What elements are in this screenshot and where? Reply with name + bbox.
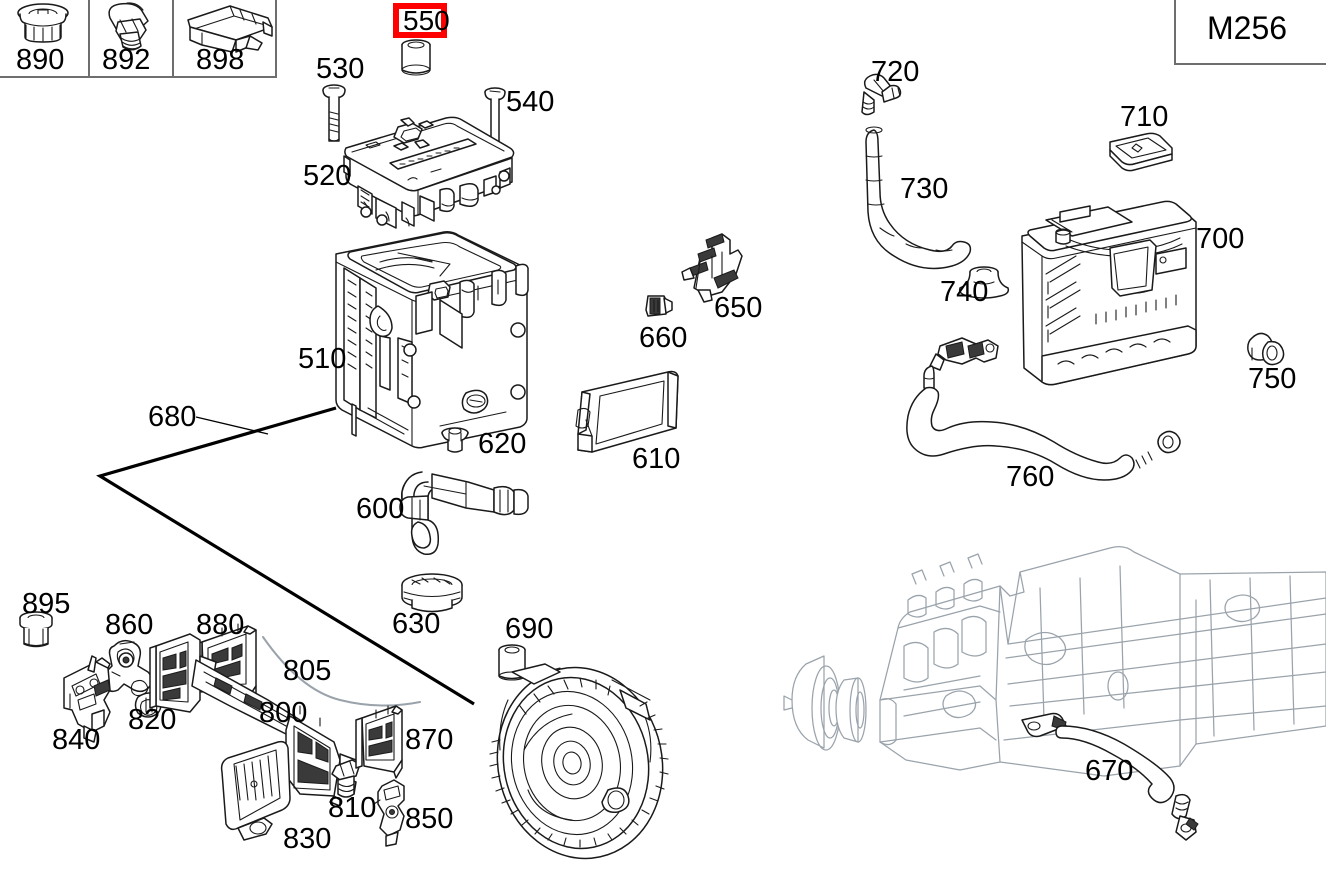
part-740-art [958,266,1010,299]
callout-895[interactable]: 895 [22,588,71,620]
callout-720[interactable]: 720 [871,56,920,88]
part-610-art [575,370,679,453]
part-510-art [335,231,529,449]
part-680-cable [96,406,475,706]
callout-880[interactable]: 880 [196,609,245,641]
part-530-art [322,84,346,142]
callout-805[interactable]: 805 [283,655,332,687]
part-830-art [220,740,291,841]
inset-box-divider-1 [88,0,90,78]
part-760-art [906,337,1181,481]
part-840-art [63,655,111,743]
callout-650[interactable]: 650 [714,292,763,324]
callout-670[interactable]: 670 [1085,755,1134,787]
inset-box-bottom-edge [0,76,277,78]
engine-code-badge: M256 [1207,10,1288,46]
inset-part-890-art [17,3,69,43]
callout-660[interactable]: 660 [639,322,688,354]
callout-600[interactable]: 600 [356,493,405,525]
part-660-art [645,295,673,317]
callout-510[interactable]: 510 [298,343,347,375]
part-550-art [401,39,431,76]
part-690-art [489,644,669,860]
callout-700[interactable]: 700 [1196,223,1245,255]
part-520-art [343,116,515,229]
engine-badge-left-edge [1174,0,1176,65]
engine-transmission-art [783,546,1326,777]
callout-730[interactable]: 730 [900,173,949,205]
inset-part-892-art [108,2,149,51]
inset-label-898: 898 [196,44,245,76]
callout-830[interactable]: 830 [283,823,332,855]
callout-820[interactable]: 820 [128,704,177,736]
callout-740[interactable]: 740 [940,276,989,308]
callout-520[interactable]: 520 [303,160,352,192]
callout-860[interactable]: 860 [105,609,154,641]
inset-label-890: 890 [16,44,65,76]
part-750-art [1247,332,1285,366]
callout-690[interactable]: 690 [505,613,554,645]
callout-680-leader [195,416,269,435]
part-870-art [355,705,403,779]
part-620-art [441,427,469,453]
part-600-art [399,471,529,556]
callout-620[interactable]: 620 [478,428,527,460]
part-730-art [865,126,972,270]
engine-badge-bottom-edge [1174,63,1326,65]
part-895-art [19,611,53,648]
callout-550-number: 550 [403,5,450,36]
callout-530[interactable]: 530 [316,53,365,85]
callout-840[interactable]: 840 [52,724,101,756]
part-810-art [331,759,361,798]
inset-part-898-art [187,5,273,53]
inset-box-divider-2 [172,0,174,78]
callout-760[interactable]: 760 [1006,461,1055,493]
inset-box-right-edge [275,0,277,78]
part-670-art [1021,712,1199,841]
callout-750[interactable]: 750 [1248,363,1297,395]
part-720-art [861,73,902,116]
part-800-art [149,633,357,807]
callout-850[interactable]: 850 [405,803,454,835]
callout-610[interactable]: 610 [632,443,681,475]
callout-800[interactable]: 800 [259,697,308,729]
highlighted-callout-550[interactable]: 550 [393,3,450,38]
callout-630[interactable]: 630 [392,608,441,640]
inset-label-892: 892 [102,44,151,76]
callout-680[interactable]: 680 [148,401,197,433]
callout-540[interactable]: 540 [506,86,555,118]
part-805-wire [262,636,421,707]
callout-870[interactable]: 870 [405,724,454,756]
part-650-art [681,233,743,303]
part-710-art [1109,132,1173,172]
part-850-art [373,779,405,847]
part-860-art [101,639,153,697]
part-630-art [401,573,463,613]
callout-810[interactable]: 810 [328,792,377,824]
part-700-art [1021,200,1197,386]
callout-710[interactable]: 710 [1120,101,1169,133]
